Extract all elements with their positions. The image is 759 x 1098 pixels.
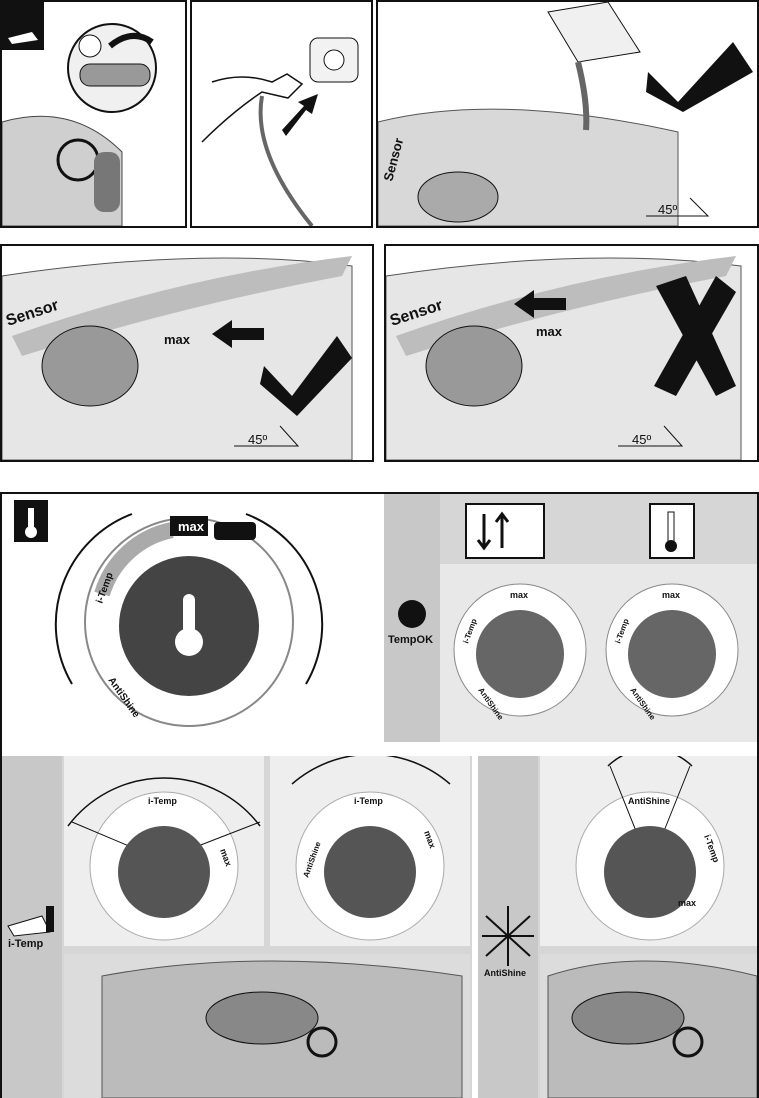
fill-water-illustration: Sensor 45º: [378, 2, 753, 226]
angle-mark: [646, 197, 710, 217]
dial-center-a: [476, 610, 564, 698]
left-arrow-icon: [514, 290, 566, 318]
range-arc-1: [67, 777, 261, 827]
antishine-illustration: AntiShine i-Temp max: [478, 756, 757, 1098]
anticalc-icon: [78, 34, 102, 58]
iron-mini-icon: [8, 32, 38, 44]
tempok-section: max i-Temp AntiShine max i-Temp AntiShin…: [384, 494, 757, 742]
step-panel-fill-water: Sensor 45º: [376, 0, 759, 228]
check-mark-icon: [260, 336, 352, 416]
step-panel-plug-warning: [0, 0, 187, 228]
itemp-illustration: i-Temp max i-Temp max AntiShine: [2, 756, 470, 1098]
max-badge: [170, 516, 208, 536]
max-label: max: [164, 332, 191, 347]
angle-mark: [234, 425, 300, 447]
angle-label: 45º: [632, 432, 651, 447]
thermometer-icon: [46, 906, 54, 932]
iron-lock-illustration: [2, 2, 157, 226]
temp-updown-box: [465, 503, 545, 559]
max-label-a: max: [510, 590, 528, 600]
step-icon-bg: [2, 2, 44, 50]
angle-mark: [618, 425, 684, 447]
check-mark-icon: [646, 42, 753, 112]
left-arrow-icon: [212, 320, 264, 348]
max-label: max: [178, 519, 205, 534]
itemp-side-label: i-Temp: [8, 938, 44, 950]
dial-center-b: [628, 610, 716, 698]
antishine-section: AntiShine i-Temp max AntiShine: [478, 756, 757, 1098]
antishine-label: AntiShine: [628, 796, 670, 806]
arrow-icon: [282, 94, 318, 136]
range-arc-2: [291, 756, 451, 785]
dial-shape: [417, 171, 499, 223]
tempok-label: TempOK: [388, 634, 434, 646]
lock-slider: [79, 63, 151, 87]
max-label: max: [536, 324, 563, 339]
thermometer-icon: [183, 594, 195, 634]
itemp-zone: [94, 522, 174, 597]
power-cord: [258, 95, 314, 226]
thermometer-icon: [667, 511, 675, 543]
temperature-dial-large: max i-Temp AntiShine: [14, 500, 324, 727]
handle-part: [94, 152, 120, 212]
itemp-section: i-Temp max i-Temp max AntiShine i-Temp: [2, 756, 472, 1098]
curve-arrow: [108, 33, 154, 49]
max-fill-ok-illustration: Sensor max 45º: [2, 256, 353, 460]
angle-label: 45º: [658, 202, 677, 217]
temperature-dial-panel: [0, 492, 759, 1098]
tempok-illustration: max i-Temp AntiShine max i-Temp AntiShin…: [384, 494, 757, 742]
water-stream: [575, 61, 590, 131]
dial-large-section: max i-Temp AntiShine: [2, 494, 380, 744]
updown-arrows-icon: [476, 511, 510, 551]
step-panel-max-fill-ok: Sensor max 45º: [0, 244, 374, 462]
max-label: max: [678, 898, 696, 908]
plug-illustration: [201, 37, 359, 226]
antishine-side-label: AntiShine: [484, 968, 526, 978]
angle-label: 45º: [248, 432, 267, 447]
max-label-b: max: [662, 590, 680, 600]
steam-dots: [214, 522, 256, 540]
tempok-indicator-icon: [398, 600, 426, 628]
antishine-icon: [482, 906, 534, 966]
itemp-label-2: i-Temp: [354, 796, 383, 806]
dial-shape: [425, 325, 523, 407]
step-panel-plug-in: [190, 0, 373, 228]
dial-shape: [41, 325, 139, 407]
overfill-no-illustration: Sensor max 45º: [386, 256, 742, 460]
hand-with-plug: [201, 73, 304, 143]
water-cup: [547, 2, 641, 63]
rotation-arrow: [54, 513, 133, 685]
itemp-label-1: i-Temp: [148, 796, 177, 806]
step-panel-overfill-no: Sensor max 45º: [384, 244, 759, 462]
rotation-arrow: [245, 513, 324, 685]
